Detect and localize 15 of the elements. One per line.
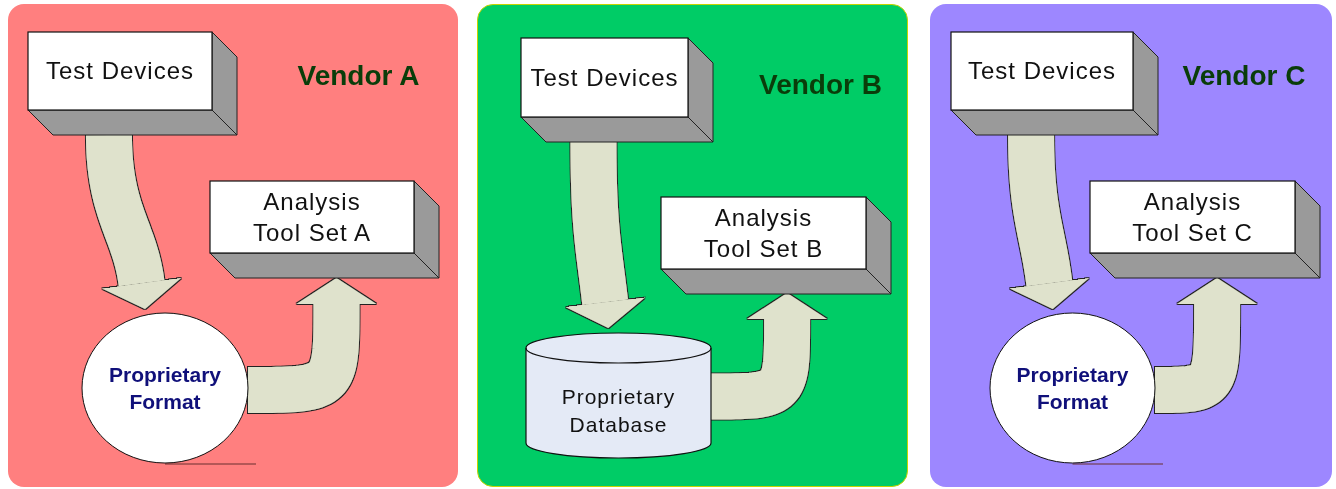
panel-title: Vendor A: [297, 60, 420, 92]
node-label: Test Devices: [45, 56, 194, 87]
vendor-panel: [930, 4, 1332, 487]
node-label: Test Devices: [530, 62, 679, 93]
vendor-panel: [477, 4, 908, 487]
node-label: Test Devices: [967, 56, 1116, 87]
node-label: Analysis Tool Set C: [1131, 186, 1254, 248]
vendor-panel: [8, 4, 458, 487]
node-label: Proprietary Format: [1015, 361, 1130, 415]
node-label: Proprietary Database: [560, 384, 677, 438]
node-label: Analysis Tool Set A: [251, 186, 373, 248]
panel-title: Vendor C: [1182, 60, 1306, 92]
panel-title: Vendor B: [759, 69, 882, 101]
node-label: Analysis Tool Set B: [702, 202, 825, 264]
node-label: Proprietary Format: [107, 361, 222, 415]
